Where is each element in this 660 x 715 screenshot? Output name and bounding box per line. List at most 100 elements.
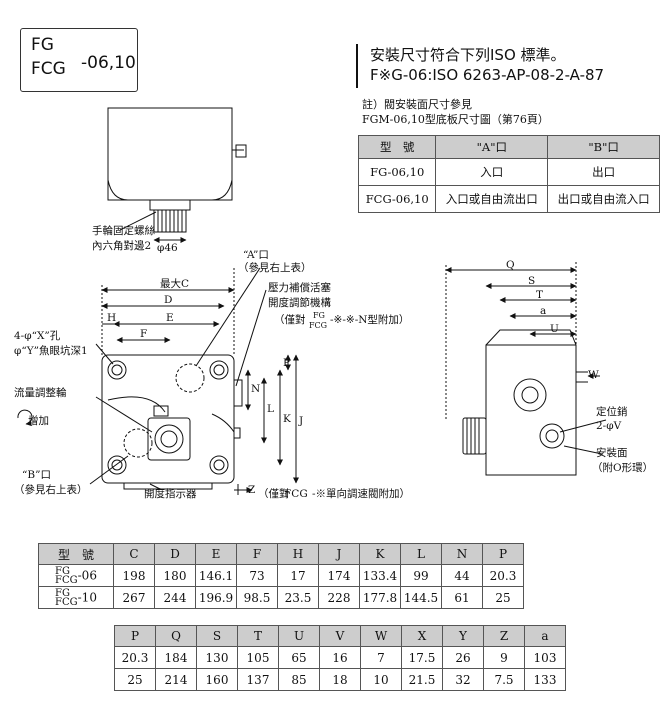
label-e: E (166, 312, 174, 324)
port-table: 型 號 "A"口 "B"口 FG-06,10 入口 出口 FCG-06,10 入… (357, 135, 660, 213)
model-box: FG -06,10 FCG (20, 28, 138, 92)
dim2-cell: 21.5 (401, 668, 443, 691)
port-header-b: "B"口 (547, 135, 660, 159)
dim2-cell: 7.5 (483, 668, 525, 691)
model-top: FG (55, 587, 70, 599)
dim2-header: Y (442, 625, 484, 647)
dim1-header: J (318, 543, 360, 565)
dim2-cell: 130 (196, 646, 238, 669)
label-h: H (107, 312, 116, 324)
dim2-cell: 103 (524, 646, 566, 669)
side-knob (513, 378, 547, 412)
dim1-cell: 146.1 (195, 564, 237, 587)
dim1-cell: 20.3 (482, 564, 524, 587)
label-o-ring: （附O形環） (592, 461, 653, 474)
model-line2: FCG (31, 59, 66, 79)
dim2-header: Q (155, 625, 197, 647)
dim2-header: T (237, 625, 279, 647)
label-z: Z (248, 484, 255, 496)
dim2-cell: 137 (237, 668, 279, 691)
label-phi46: φ46 (157, 242, 178, 254)
note-line2: FGM-06,10型底板尺寸圖（第76頁） (362, 113, 549, 126)
dim2-cell: 16 (319, 646, 361, 669)
label-z-note-a: （僅對 (258, 487, 290, 500)
table-row: 20.3 184 130 105 65 16 7 17.5 26 9 103 (114, 646, 566, 669)
label-q: Q (506, 259, 515, 271)
label-max-c: 最大C (160, 277, 189, 290)
table-row: FCG-06,10 入口或自由流出口 出口或自由流入口 (357, 185, 660, 213)
label-fg-small: FG (313, 311, 325, 320)
dim2-cell: 65 (278, 646, 320, 669)
note-line1: 註）閥安裝面尺寸參見 (362, 98, 472, 111)
label-n: N (251, 383, 260, 395)
dim1-cell: 144.5 (400, 586, 442, 609)
dim1-header: 型 號 (38, 543, 114, 565)
model-bottom: FCG (55, 574, 78, 586)
dim1-cell: 44 (441, 564, 483, 587)
label-mount-face: 安裝面 (596, 446, 628, 459)
label-port-a-ref: （參見右上表） (238, 261, 312, 274)
dim1-cell: 99 (400, 564, 442, 587)
label-counterbore-y: φ“Y”魚眼坑深1 (14, 344, 88, 357)
label-flow-knob: 流量調整輪 (14, 386, 67, 399)
label-z-note-b: -※單向調速閥附加） (312, 487, 410, 500)
model-top: FG (55, 565, 70, 577)
port-cell: FCG-06,10 (357, 185, 437, 213)
label-port-a: “A”口 (243, 249, 269, 261)
dim1-header: E (195, 543, 237, 565)
dim1-header: P (482, 543, 524, 565)
flow-knob-dial (154, 424, 184, 454)
dim1-cell: 177.8 (359, 586, 401, 609)
dim2-cell: 20.3 (114, 646, 156, 669)
label-z-fcg: FCG (284, 488, 308, 500)
dim2-header: Z (483, 625, 525, 647)
increase-arrow-icon (17, 409, 33, 427)
dim2-header: U (278, 625, 320, 647)
dim2-cell: 184 (155, 646, 197, 669)
label-s: S (528, 275, 535, 287)
dim2-header: W (360, 625, 402, 647)
port-header-model: 型 號 (357, 135, 437, 159)
dim2-cell: 214 (155, 668, 197, 691)
dim2-cell: 105 (237, 646, 279, 669)
dim1-cell: 73 (236, 564, 278, 587)
table-row: FG-06,10 入口 出口 (357, 158, 660, 186)
port-header-a: "A"口 (435, 135, 549, 159)
dim1-header: K (359, 543, 401, 565)
dim2-cell: 85 (278, 668, 320, 691)
dim1-cell: 61 (441, 586, 483, 609)
label-k: K (283, 413, 291, 425)
dim2-cell: 25 (114, 668, 156, 691)
model-suffix: -06,10 (81, 53, 136, 73)
dim1-cell: 174 (318, 564, 360, 587)
dim2-cell: 160 (196, 668, 238, 691)
dim1-header: H (277, 543, 319, 565)
label-d: D (164, 294, 172, 306)
side-view-body (485, 344, 577, 476)
label-port-b: “B”口 (22, 469, 51, 481)
iso-bar (356, 44, 358, 88)
dim1-cell: 244 (154, 586, 196, 609)
dim1-cell: 17 (277, 564, 319, 587)
label-pressure-piston-3b: -※-※-N型附加） (330, 313, 409, 326)
port-cell: 入口 (435, 158, 549, 186)
opening-indicator-box (147, 417, 191, 461)
iso-line1: 安裝尺寸符合下列ISO 標準。 (370, 46, 566, 64)
dim1-cell: 196.9 (195, 586, 237, 609)
label-a: a (540, 305, 546, 317)
model-suffix: -06 (77, 568, 97, 582)
dim1-header: F (236, 543, 278, 565)
dim2-header: X (401, 625, 443, 647)
dim2-header: S (196, 625, 238, 647)
label-hex-socket: 內六角對邊2 (92, 239, 151, 252)
dim1-header: D (154, 543, 196, 565)
dim1-header: C (113, 543, 155, 565)
dim2-cell: 18 (319, 668, 361, 691)
top-view-body (107, 107, 233, 201)
table-row: 25 214 160 137 85 18 10 21.5 32 7.5 133 (114, 668, 566, 691)
dim1-cell: 23.5 (277, 586, 319, 609)
